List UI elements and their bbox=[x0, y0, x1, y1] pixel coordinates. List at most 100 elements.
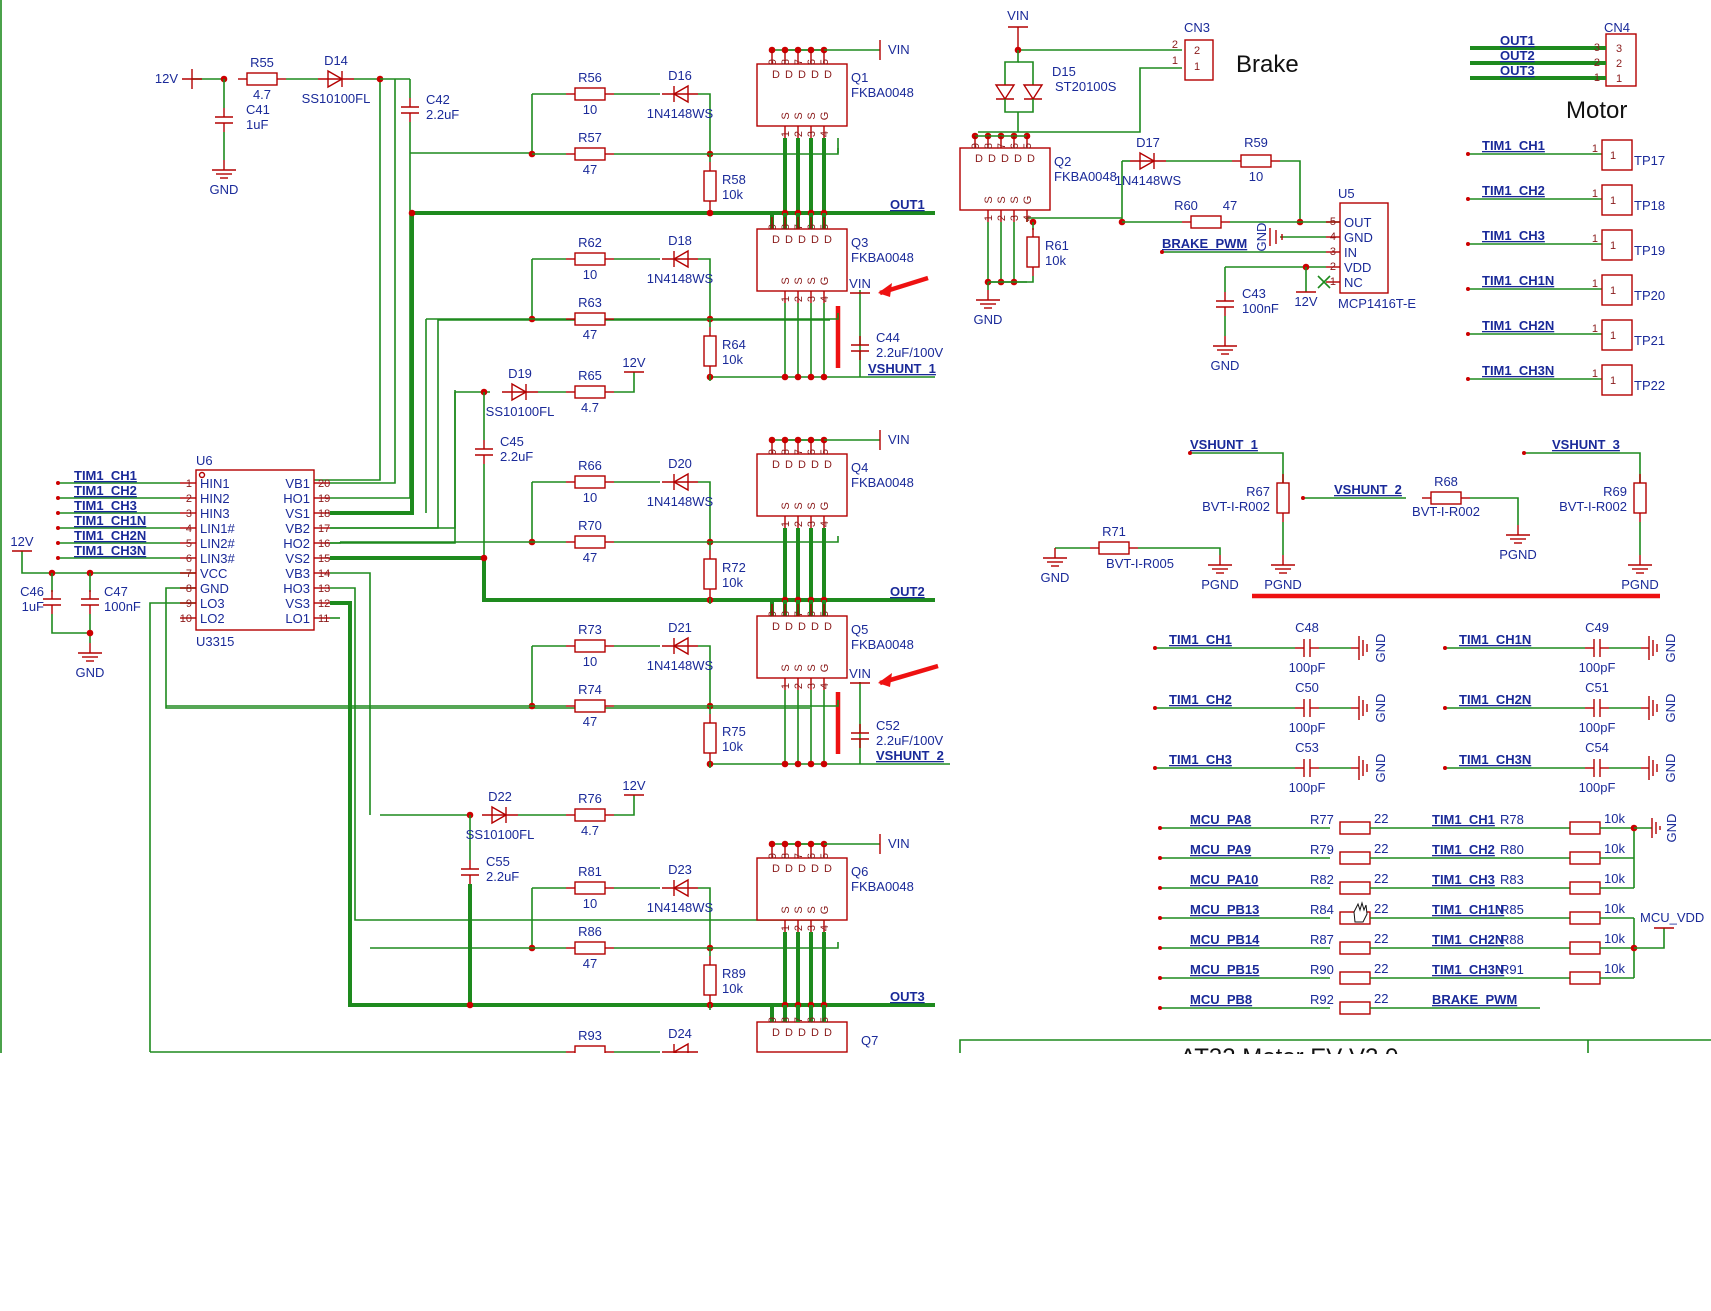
mosfet-pin-letter: S bbox=[793, 906, 805, 913]
connector-ref: CN3 bbox=[1184, 20, 1210, 35]
net-end bbox=[1301, 496, 1305, 500]
series-resistor bbox=[1339, 941, 1371, 955]
capacitor-value: 2.2uF/100V bbox=[876, 345, 944, 360]
mosfet-pin-letter: D bbox=[988, 153, 996, 165]
tim-net-label: TIM1_CH2N bbox=[1432, 932, 1504, 947]
ic-pin-number: 18 bbox=[318, 508, 330, 520]
resistor-ref: R73 bbox=[578, 622, 602, 637]
resistor-value: 10k bbox=[722, 575, 743, 590]
diode-value: ST20100S bbox=[1055, 79, 1117, 94]
mosfet-pin-number: 9 bbox=[767, 224, 779, 230]
driver-ic-u6: U6U3315HIN11TIM1_CH1HIN22TIM1_CH2HIN33TI… bbox=[56, 453, 330, 649]
series-resistor bbox=[1339, 1001, 1371, 1015]
net-end bbox=[1443, 646, 1447, 650]
net-end bbox=[1158, 856, 1162, 860]
ic-pin-number: 1 bbox=[186, 478, 192, 490]
bridge-stage-3: VIN bbox=[768, 834, 910, 854]
junction-dot bbox=[480, 554, 488, 562]
mosfet-pin-letter: S bbox=[806, 112, 818, 119]
mosfet-pin-number: 3 bbox=[806, 131, 818, 137]
ic-part: MCP1416T-E bbox=[1338, 296, 1416, 311]
resistor-ref: R81 bbox=[578, 864, 602, 879]
ic-pin-name: HIN1 bbox=[200, 476, 230, 491]
ic-pin-name: VDD bbox=[1344, 260, 1371, 275]
mosfet-pin-number: 4 bbox=[819, 131, 831, 137]
series-ref: R92 bbox=[1310, 992, 1334, 1007]
mosfet-pin-letter: S bbox=[780, 502, 792, 509]
tp-pin: 1 bbox=[1610, 375, 1616, 387]
tp-pin: 1 bbox=[1610, 285, 1616, 297]
ic-pin-number: 13 bbox=[318, 583, 330, 595]
capacitor-ref: C42 bbox=[426, 92, 450, 107]
half-bridge-5 bbox=[166, 645, 839, 768]
mosfet-pin-letter: S bbox=[806, 502, 818, 509]
net-label: OUT3 bbox=[1500, 63, 1535, 78]
junction-dot bbox=[781, 46, 789, 54]
mosfet-pin-number: 2 bbox=[793, 683, 805, 689]
ic-pin-name: GND bbox=[1344, 230, 1373, 245]
capacitor-value: 100pF bbox=[1289, 720, 1326, 735]
mosfet-pin-letter: D bbox=[811, 459, 819, 471]
mosfet-pin-number: 8 bbox=[780, 611, 792, 617]
junction-dot bbox=[781, 840, 789, 848]
diode-value: 1N4148WS bbox=[647, 106, 714, 121]
ground-label: GND bbox=[210, 182, 239, 197]
net-label: TIM1_CH2N bbox=[1482, 318, 1554, 333]
resistor-ref: R60 bbox=[1174, 198, 1198, 213]
ground-q2: GND bbox=[974, 290, 1002, 327]
mosfet-ref: Q2 bbox=[1054, 154, 1071, 169]
pgnd-r67: PGND bbox=[1264, 555, 1302, 592]
resistor-ref: R86 bbox=[578, 924, 602, 939]
ic-pin-name: VS3 bbox=[285, 596, 310, 611]
mosfet-pin-number: 5 bbox=[819, 853, 831, 859]
mosfet-pin-number: 2 bbox=[793, 296, 805, 302]
tp-pin: 1 bbox=[1610, 240, 1616, 252]
mosfet-ref: Q7 bbox=[861, 1033, 878, 1048]
pull-value: 10k bbox=[1604, 901, 1625, 916]
pull-value: 10k bbox=[1604, 841, 1625, 856]
tp-ref: TP17 bbox=[1634, 153, 1665, 168]
mosfet-pin-letter: D bbox=[824, 69, 832, 81]
resistor-value: 10 bbox=[583, 102, 597, 117]
tp-ref: TP20 bbox=[1634, 288, 1665, 303]
net-end bbox=[1153, 706, 1157, 710]
crop-mask-right bbox=[960, 1054, 1711, 1306]
capacitor-ref: C46 bbox=[20, 584, 44, 599]
resistor-value: 10k bbox=[722, 352, 743, 367]
vshunt1-net: VSHUNT_1 bbox=[1190, 437, 1258, 452]
mosfet-pin-letter: D bbox=[785, 863, 793, 875]
ic-pin-number: 10 bbox=[180, 613, 192, 625]
net-end bbox=[56, 526, 60, 530]
net-label: TIM1_CH3 bbox=[1482, 228, 1545, 243]
pull-resistor bbox=[1569, 971, 1601, 985]
net-end bbox=[1443, 706, 1447, 710]
mosfet-pin-number: 1 bbox=[780, 131, 792, 137]
vin-c44: VIN bbox=[849, 276, 871, 294]
resistor-ref: R65 bbox=[578, 368, 602, 383]
resistor-value: 10 bbox=[583, 896, 597, 911]
junction-dot bbox=[807, 760, 815, 768]
ic-pin-name: NC bbox=[1344, 275, 1363, 290]
net-label: OUT2 bbox=[1500, 48, 1535, 63]
ic-pin-name: LIN3# bbox=[200, 551, 235, 566]
pull-resistor bbox=[1569, 821, 1601, 835]
capacitor-ref: C52 bbox=[876, 718, 900, 733]
vin-label: VIN bbox=[888, 432, 910, 447]
mosfet-ref: Q1 bbox=[851, 70, 868, 85]
